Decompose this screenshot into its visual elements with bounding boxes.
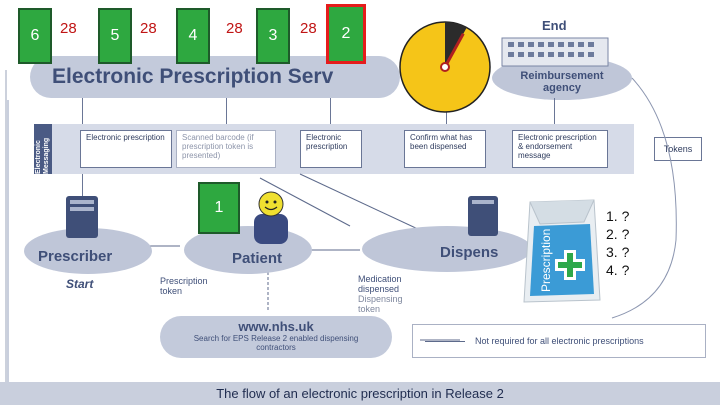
- connector: [330, 98, 331, 128]
- prescriber-label: Prescriber: [38, 248, 113, 265]
- dispensing-token-label: Dispensing token: [358, 294, 403, 314]
- caption-text: The flow of an electronic prescription i…: [216, 386, 504, 401]
- nhs-site-label: www.nhs.uk: [238, 319, 314, 334]
- question-item[interactable]: 1. ?: [606, 208, 630, 224]
- patient-icon: [254, 191, 288, 244]
- score-6: 28: [60, 20, 77, 37]
- patient-label: Patient: [232, 250, 283, 267]
- message-electronic-prescription: Electronic prescription: [80, 130, 172, 168]
- counter-2[interactable]: 2: [326, 4, 366, 64]
- prescription-bag-icon: Prescription: [523, 199, 601, 303]
- message-scanned-barcode: Scanned barcode (if prescription token i…: [176, 130, 276, 168]
- counter-6-number: 6: [30, 27, 40, 44]
- eps-title: Electronic Prescription Serv: [52, 65, 334, 88]
- legend-box: Not required for all electronic prescrip…: [412, 324, 706, 358]
- counter-2-number: 2: [341, 25, 351, 42]
- connector: [226, 98, 227, 128]
- counter-3[interactable]: 3: [256, 8, 290, 64]
- counter-4[interactable]: 4: [176, 8, 210, 64]
- nhs-desc-label: Search for EPS Release 2 enabled dispens…: [193, 334, 359, 352]
- counter-1[interactable]: 1: [198, 182, 240, 234]
- legend-line: [425, 340, 465, 342]
- counter-3-number: 3: [268, 27, 278, 44]
- timer-hand: [443, 32, 465, 68]
- counter-1-number: 1: [214, 199, 224, 216]
- score-5: 28: [140, 20, 157, 37]
- message-endorsement: Electronic prescription & endorsement me…: [512, 130, 608, 168]
- score-4: 28: [226, 20, 243, 37]
- patient-ellipse: [184, 226, 312, 274]
- counter-5[interactable]: 5: [98, 8, 132, 64]
- counter-5-number: 5: [110, 27, 120, 44]
- nhs-ellipse: www.nhs.uk Search for EPS Release 2 enab…: [160, 316, 392, 358]
- connector: [446, 98, 447, 128]
- counter-6[interactable]: 6: [18, 8, 52, 64]
- tokens-box: Tokens: [654, 137, 702, 161]
- question-item[interactable]: 3. ?: [606, 244, 630, 260]
- message-confirm-dispensed: Confirm what has been dispensed: [404, 130, 486, 168]
- counter-4-number: 4: [188, 27, 198, 44]
- end-label: End: [542, 18, 567, 33]
- caption-band: The flow of an electronic prescription i…: [0, 382, 720, 405]
- medication-dispensed-label: Medication dispensed: [358, 274, 402, 294]
- reimbursement-label: Reimbursement agency: [520, 70, 604, 94]
- message-electronic-prescription-2: Electronic prescription: [300, 130, 362, 168]
- timer-clock-icon: [399, 21, 491, 113]
- question-list: 1. ? 2. ? 3. ? 4. ?: [606, 207, 629, 279]
- question-item[interactable]: 4. ?: [606, 262, 630, 278]
- dispenser-label: Dispens: [440, 244, 499, 261]
- start-label: Start: [66, 277, 94, 291]
- computer-icon: [66, 196, 98, 238]
- dispenser-computer-icon: [468, 196, 498, 236]
- bag-label: Prescription: [539, 229, 553, 292]
- legend-text: Not required for all electronic prescrip…: [475, 336, 644, 346]
- dispenser-ellipse: [362, 226, 532, 272]
- score-3: 28: [300, 20, 317, 37]
- connector: [554, 98, 555, 128]
- prescription-token-label: Prescription token: [160, 276, 208, 296]
- building-icon: [501, 37, 609, 67]
- question-item[interactable]: 2. ?: [606, 226, 630, 242]
